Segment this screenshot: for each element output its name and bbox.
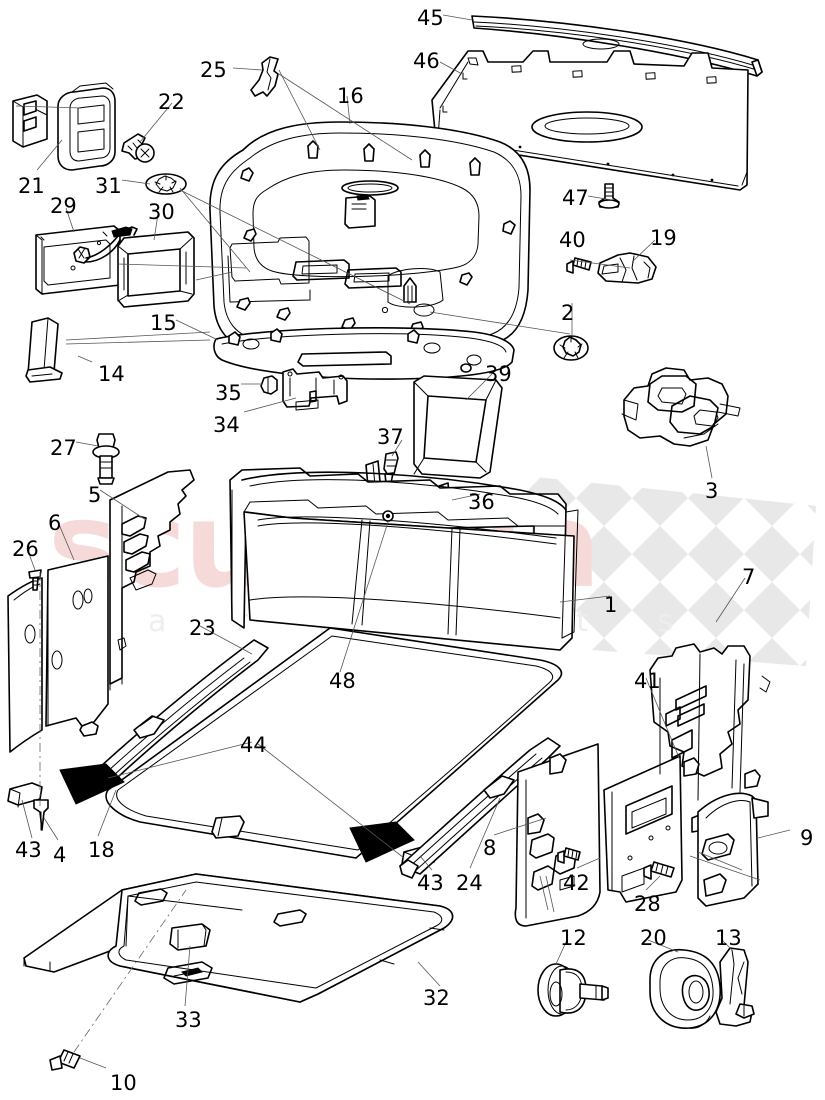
part-14-trim-wedge (25, 317, 63, 383)
callout-39: 39 (485, 362, 512, 386)
callout-45: 45 (417, 6, 444, 30)
callout-40: 40 (559, 228, 586, 252)
callout-21: 21 (18, 174, 45, 198)
part-2-star-washer (553, 335, 589, 361)
callout-36: 36 (468, 490, 495, 514)
callout-3: 3 (705, 479, 719, 503)
callout-10: 10 (110, 1071, 137, 1095)
part-22-screw (121, 133, 155, 163)
callout-15: 15 (150, 311, 177, 335)
part-26-side-carpet (7, 577, 43, 753)
part-35-grommet (260, 375, 278, 395)
callout-25: 25 (200, 58, 227, 82)
part-45-upper-trim-strip (471, 15, 763, 77)
part-47-push-fastener (598, 183, 620, 209)
part-15-lower-trim-rail (213, 326, 515, 380)
part-44-luggage-floor-carpet (59, 627, 563, 863)
part-31-handle-bezel (57, 82, 187, 195)
part-37-screw (383, 451, 399, 484)
callout-12: 12 (560, 926, 587, 950)
callout-30: 30 (148, 200, 175, 224)
part-25-retaining-clip (250, 56, 279, 97)
part-8-right-inner-trim (514, 743, 601, 927)
callout-13: 13 (715, 926, 742, 950)
part-28-screw (643, 861, 675, 880)
callout-41: 41 (634, 669, 661, 693)
callout-34: 34 (213, 413, 240, 437)
part-41-right-trim-panel (603, 755, 683, 903)
callout-14: 14 (98, 362, 125, 386)
part-30-trim-frame (117, 231, 195, 308)
part-10-screw (49, 1049, 81, 1071)
callout-46: 46 (413, 49, 440, 73)
callout-26: 26 (12, 537, 39, 561)
callout-27: 27 (50, 436, 77, 460)
leader-lines (15, 14, 791, 1069)
callout-33: 33 (175, 1008, 202, 1032)
part-13-clip-lever (715, 947, 755, 1027)
part-21-connector-block (12, 94, 48, 148)
part-6-left-side-panel (45, 555, 109, 737)
callout-19: 19 (650, 226, 677, 250)
callout-44: 44 (240, 733, 267, 757)
callout-1: 1 (604, 593, 618, 617)
callout-43-left: 43 (15, 838, 42, 862)
part-27-push-pin (92, 433, 120, 485)
part-5-left-inner-trim (109, 469, 195, 691)
callout-7: 7 (742, 565, 756, 589)
part-12-knob-stud (537, 963, 609, 1017)
part-34-bracket (282, 368, 348, 411)
callout-43-right: 43 (417, 871, 444, 895)
part-39-trim-bezel (413, 375, 503, 479)
callout-4: 4 (53, 843, 67, 867)
callout-23: 23 (189, 616, 216, 640)
part-32-floor-mat (23, 873, 454, 1003)
part-4-expanding-rivet (33, 799, 49, 831)
callout-22: 22 (158, 90, 185, 114)
callout-6: 6 (48, 511, 62, 535)
callout-48: 48 (329, 669, 356, 693)
callout-18: 18 (88, 838, 115, 862)
callout-16: 16 (337, 84, 364, 108)
callout-47: 47 (562, 186, 589, 210)
callout-5: 5 (88, 483, 102, 507)
callout-24: 24 (456, 871, 483, 895)
part-1-rear-bulkhead-trim (229, 467, 579, 651)
part-9-wheel-arch-cover (697, 792, 769, 907)
callout-2: 2 (561, 301, 575, 325)
part-42-screw (557, 847, 581, 864)
part-20-grommet-bumpstop (649, 949, 721, 1029)
part-3-latch-striker (621, 367, 741, 447)
callout-32: 32 (423, 986, 450, 1010)
center-axis-lines (39, 572, 187, 1053)
part-46-tailgate-inner-cover (431, 50, 749, 191)
part-7-right-pillar-trim (649, 643, 771, 833)
callout-29: 29 (50, 194, 77, 218)
callout-28: 28 (634, 892, 661, 916)
callout-31: 31 (95, 174, 122, 198)
callout-42: 42 (563, 871, 590, 895)
callout-20: 20 (640, 926, 667, 950)
part-16-tailgate-trim-panel (209, 121, 531, 358)
callout-9: 9 (800, 826, 814, 850)
callout-35: 35 (215, 381, 242, 405)
callout-37: 37 (377, 425, 404, 449)
callout-8: 8 (483, 836, 497, 860)
